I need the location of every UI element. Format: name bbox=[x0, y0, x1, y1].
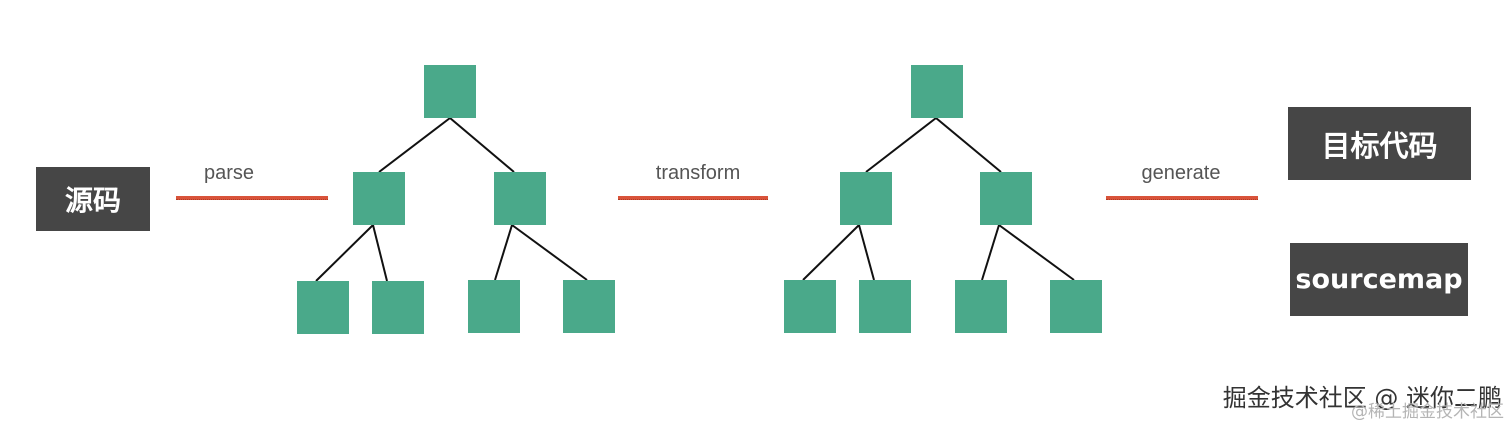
watermark-main: 掘金技术社区 @ 迷你二鹏 bbox=[1222, 384, 1502, 412]
ast-node-leaf bbox=[372, 281, 424, 334]
ast-edge bbox=[315, 224, 374, 282]
ast-edge bbox=[449, 117, 515, 173]
parse-underline bbox=[176, 196, 328, 200]
ast-node-root bbox=[424, 65, 476, 118]
ast-node-leaf bbox=[784, 280, 836, 333]
sourcemap-label: sourcemap bbox=[1295, 264, 1463, 295]
ast-node-right bbox=[980, 172, 1032, 225]
transform-underline bbox=[618, 196, 768, 200]
ast-edge bbox=[935, 117, 1002, 173]
ast-edge bbox=[981, 224, 1000, 281]
ast-edge bbox=[998, 224, 1075, 281]
transform-step-label: transform bbox=[655, 162, 741, 184]
parse-step-label: parse bbox=[203, 162, 255, 184]
ast-node-left bbox=[353, 172, 405, 225]
source-code-box: 源码 bbox=[36, 167, 150, 231]
source-code-label: 源码 bbox=[64, 184, 121, 217]
ast-edge bbox=[511, 224, 588, 281]
ast-edge bbox=[858, 224, 875, 281]
ast-edge bbox=[802, 224, 860, 281]
generate-underline bbox=[1106, 196, 1258, 200]
ast-node-leaf bbox=[297, 281, 349, 334]
target-code-label: 目标代码 bbox=[1321, 128, 1438, 163]
ast-node-root bbox=[911, 65, 963, 118]
ast-edge bbox=[494, 224, 513, 281]
generate-step-label: generate bbox=[1141, 162, 1221, 184]
ast-edge bbox=[378, 117, 451, 173]
watermark-sub: @稀土掘金技术社区 bbox=[1351, 402, 1504, 422]
ast-edge bbox=[865, 117, 937, 173]
ast-edge bbox=[372, 224, 388, 282]
ast-node-leaf bbox=[1050, 280, 1102, 333]
ast-node-leaf bbox=[859, 280, 911, 333]
ast-node-leaf bbox=[563, 280, 615, 333]
ast-node-leaf bbox=[955, 280, 1007, 333]
ast-node-left bbox=[840, 172, 892, 225]
target-code-box: 目标代码 bbox=[1288, 107, 1471, 180]
sourcemap-box: sourcemap bbox=[1290, 243, 1468, 316]
ast-node-leaf bbox=[468, 280, 520, 333]
ast-node-right bbox=[494, 172, 546, 225]
